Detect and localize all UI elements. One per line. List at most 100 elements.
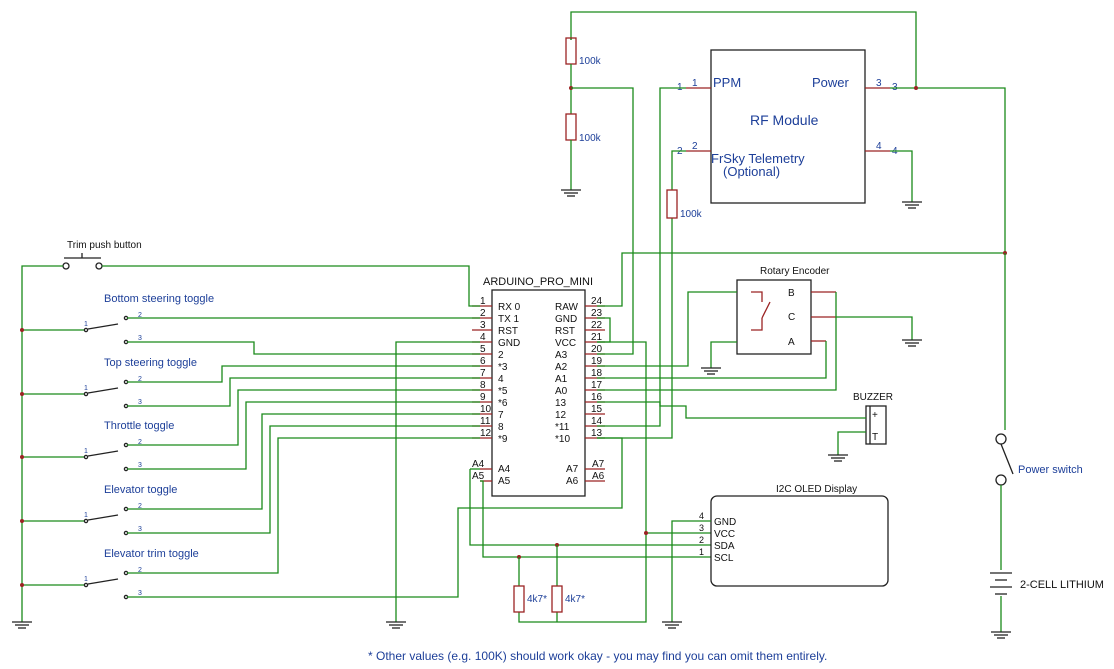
resistor-pullup-a: 4k7* bbox=[513, 585, 547, 613]
arduino-left-pin-name: TX 1 bbox=[498, 314, 520, 325]
toggle-pin-3: 3 bbox=[138, 399, 142, 406]
arduino-right-pin-name: 13 bbox=[555, 398, 567, 409]
rf-telemetry-label: FrSky Telemetry bbox=[711, 151, 805, 166]
arduino-right-pin-name: RST bbox=[555, 326, 575, 337]
arduino-left-pin-num: 2 bbox=[480, 308, 486, 319]
pin-a7-num: A7 bbox=[592, 459, 605, 470]
toggle-switch: Top steering toggle 1 2 3 bbox=[20, 357, 197, 409]
arduino-right-pin-num: 13 bbox=[591, 428, 603, 439]
arduino-left-pin-num: 11 bbox=[480, 416, 491, 427]
encoder-pin-a: A bbox=[788, 337, 795, 348]
pin-a6-num: A6 bbox=[592, 471, 605, 482]
oled-body bbox=[710, 495, 889, 587]
buzzer-minus: T bbox=[872, 432, 878, 443]
toggle-pin-2: 2 bbox=[138, 439, 142, 446]
arduino-left-pin-name: 7 bbox=[498, 410, 504, 421]
arduino-left-pin-name: *9 bbox=[498, 434, 508, 445]
arduino-left-pin-name: 8 bbox=[498, 422, 504, 433]
toggle-pin-2: 2 bbox=[138, 567, 142, 574]
rf-module-body bbox=[710, 49, 866, 204]
arduino-right-pin-num: 16 bbox=[591, 392, 603, 403]
pullup-a-value: 4k7* bbox=[527, 594, 547, 605]
arduino-body bbox=[491, 289, 586, 497]
arduino-right-pin-num: 14 bbox=[591, 416, 603, 427]
toggle-pin-2: 2 bbox=[138, 312, 142, 319]
arduino-right-pin-name: A1 bbox=[555, 374, 568, 385]
trim-push-button: Trim push button bbox=[62, 240, 142, 270]
footnote: * Other values (e.g. 100K) should work o… bbox=[368, 649, 827, 663]
arduino-left-pin-num: 7 bbox=[480, 368, 486, 379]
rf-pin1-b: 1 bbox=[692, 78, 698, 89]
pin-a4-num: A4 bbox=[472, 459, 485, 470]
toggle-pin-2: 2 bbox=[138, 376, 142, 383]
toggle-pin-1: 1 bbox=[84, 321, 88, 328]
arduino-right-pin-num: 21 bbox=[591, 332, 603, 343]
oled-pin-sda: SDA bbox=[714, 541, 735, 552]
oled-pin-3: 3 bbox=[699, 523, 704, 533]
arduino-left-pin-num: 10 bbox=[480, 404, 492, 415]
ground-icon bbox=[662, 621, 682, 629]
arduino-right-pin-name: A0 bbox=[555, 386, 568, 397]
resistor-top-value: 100k bbox=[579, 56, 602, 67]
resistor-100k-top: 100k bbox=[565, 37, 602, 67]
arduino-title: ARDUINO_PRO_MINI bbox=[483, 276, 593, 288]
toggle-pin-1: 1 bbox=[84, 385, 88, 392]
buzzer-plus: + bbox=[872, 410, 878, 421]
arduino-left-pin-name: 4 bbox=[498, 374, 504, 385]
arduino-right-pin-num: 24 bbox=[591, 296, 603, 307]
arduino-left-pin-num: 4 bbox=[480, 332, 486, 343]
rf-ppm-label: PPM bbox=[713, 75, 741, 90]
arduino-right-pin-num: 19 bbox=[591, 356, 603, 367]
battery: 2-CELL LITHIUM bbox=[990, 572, 1104, 595]
arduino-right-pin-name: VCC bbox=[555, 338, 576, 349]
pin-a4-name: A4 bbox=[498, 464, 511, 475]
arduino-right-pin-name: A3 bbox=[555, 350, 568, 361]
ground-icon bbox=[561, 189, 581, 197]
arduino-right-pin-num: 20 bbox=[591, 344, 603, 355]
pin-a5-num: A5 bbox=[472, 471, 485, 482]
arduino-right-pin-name: RAW bbox=[555, 302, 579, 313]
arduino-left-pin-name: *5 bbox=[498, 386, 508, 397]
power-switch-label: Power switch bbox=[1018, 464, 1083, 476]
resistor-middle-value: 100k bbox=[579, 133, 602, 144]
arduino-right-pin-num: 22 bbox=[591, 320, 603, 331]
arduino-right-pin-name: A2 bbox=[555, 362, 568, 373]
arduino-left-pin-name: RX 0 bbox=[498, 302, 521, 313]
ground-icon bbox=[701, 367, 721, 375]
arduino-right-pin-num: 18 bbox=[591, 368, 603, 379]
resistor-pullup-b: 4k7* bbox=[551, 585, 585, 613]
oled-pin-vcc: VCC bbox=[714, 529, 735, 540]
rf-power-label: Power bbox=[812, 75, 850, 90]
toggle-label: Top steering toggle bbox=[104, 357, 197, 369]
toggle-label: Bottom steering toggle bbox=[104, 293, 214, 305]
rf-module-title: RF Module bbox=[750, 112, 819, 128]
arduino-left-pin-name: *3 bbox=[498, 362, 508, 373]
ground-icon bbox=[386, 621, 406, 629]
arduino-left-pin-name: *6 bbox=[498, 398, 508, 409]
battery-label: 2-CELL LITHIUM bbox=[1020, 579, 1104, 591]
arduino-left-pin-num: 12 bbox=[480, 428, 492, 439]
ground-icon bbox=[828, 454, 848, 462]
oled-title: I2C OLED Display bbox=[776, 484, 857, 495]
arduino-left-pin-num: 5 bbox=[480, 344, 486, 355]
arduino-right-pin-num: 23 bbox=[591, 308, 603, 319]
arduino-right-pin-name: *10 bbox=[555, 434, 570, 445]
ground-icon bbox=[991, 631, 1011, 639]
rf-optional-label: (Optional) bbox=[723, 164, 780, 179]
arduino-right-pin-name: 12 bbox=[555, 410, 567, 421]
rf-pin2-b: 2 bbox=[692, 141, 698, 152]
oled-pin-1: 1 bbox=[699, 547, 704, 557]
toggle-pin-1: 1 bbox=[84, 448, 88, 455]
pin-a6-name: A6 bbox=[566, 476, 579, 487]
toggle-label: Elevator trim toggle bbox=[104, 548, 199, 560]
rf-pin4-a: 4 bbox=[876, 141, 882, 152]
encoder-title: Rotary Encoder bbox=[760, 266, 830, 277]
rotary-encoder: Rotary Encoder B C A bbox=[736, 266, 836, 355]
oled-pin-4: 4 bbox=[699, 511, 704, 521]
oled-pin-2: 2 bbox=[699, 535, 704, 545]
pin-a5-name: A5 bbox=[498, 476, 511, 487]
